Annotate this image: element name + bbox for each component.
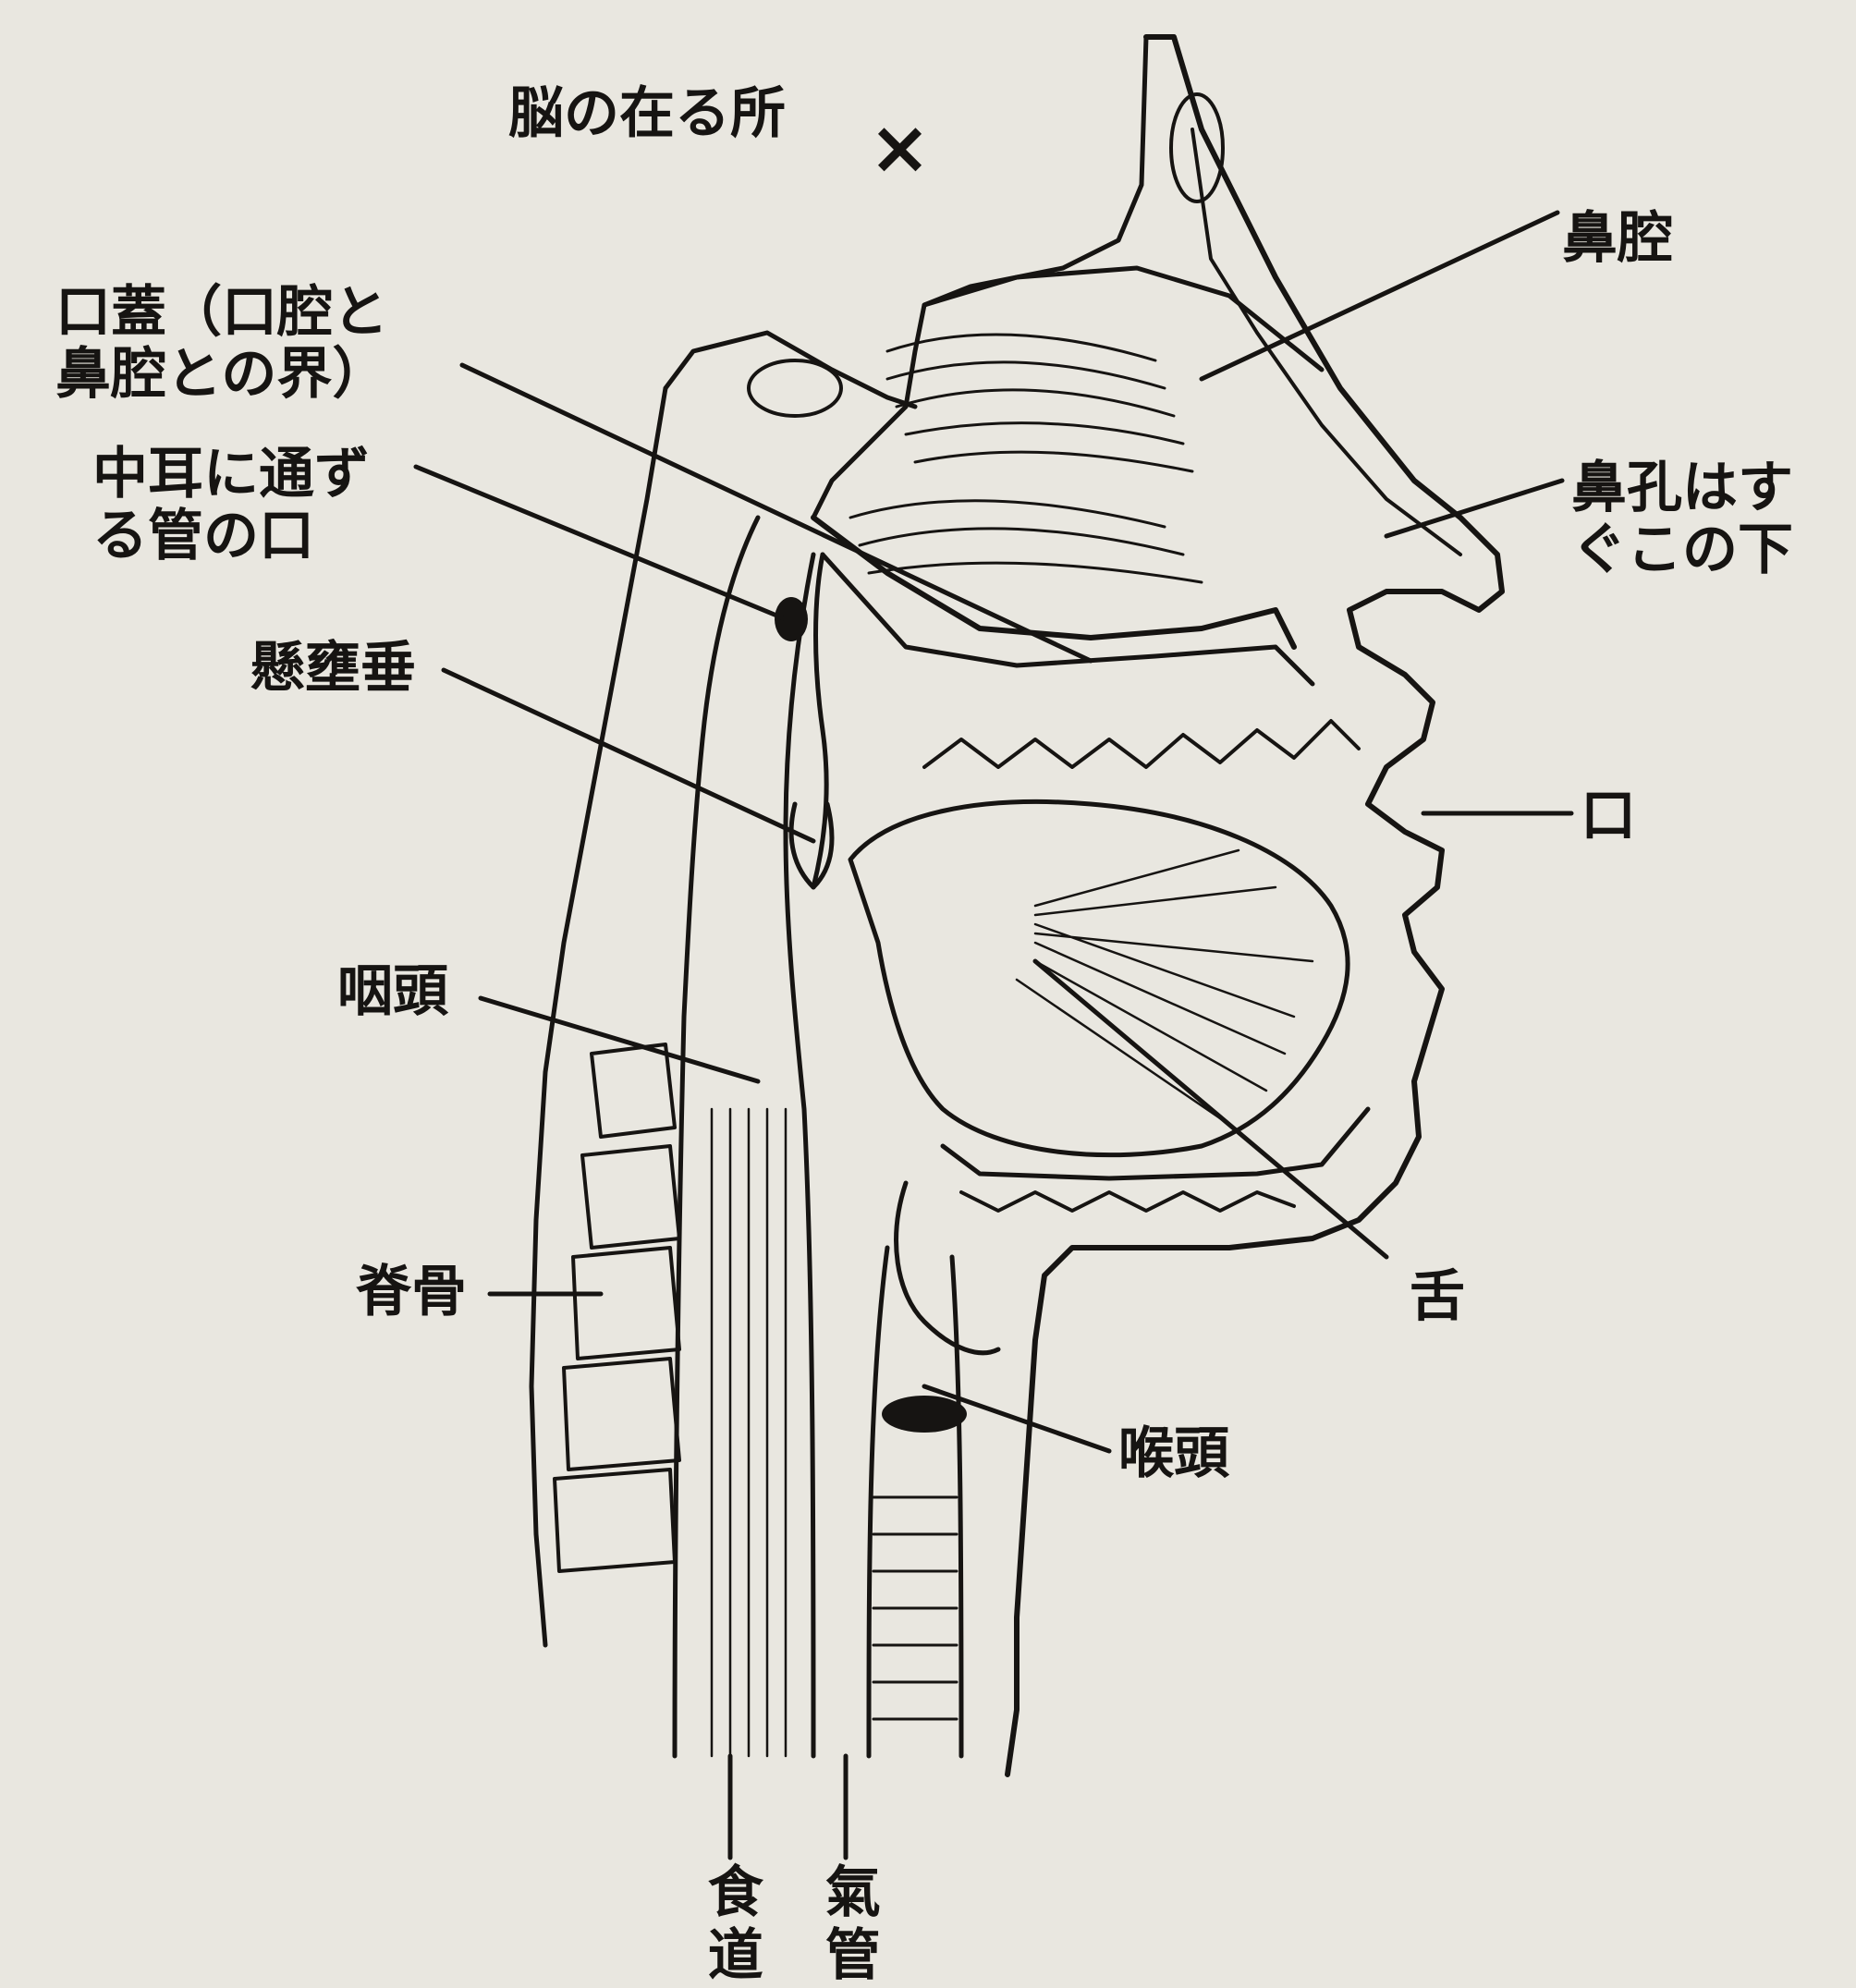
tongue-outline <box>850 802 1348 1155</box>
label-middle-ear-line2: る管の口 <box>92 506 370 567</box>
label-middle-ear-tube: 中耳に通ず る管の口 <box>92 444 370 567</box>
eustachian-opening <box>775 597 808 641</box>
label-larynx: 喉頭 <box>1118 1423 1229 1485</box>
trachea-rings <box>873 1497 957 1719</box>
label-palate: 口蓋（口腔と 鼻腔との界） <box>55 282 388 406</box>
label-nostril-line1: 鼻孔はす <box>1571 457 1793 519</box>
label-pharynx: 咽頭 <box>337 961 448 1023</box>
label-esophagus: 食道 <box>699 1862 761 1988</box>
upper-teeth <box>924 721 1359 767</box>
turbinate-upper <box>887 335 1192 471</box>
label-mouth: 口 <box>1581 786 1636 848</box>
pharynx-front-wall <box>786 555 813 1756</box>
face-profile <box>1007 37 1502 1775</box>
epiglottis <box>897 1183 998 1353</box>
brain-marker: × <box>869 106 931 189</box>
label-middle-ear-line1: 中耳に通ず <box>92 444 370 506</box>
leader-pharynx <box>481 998 758 1081</box>
label-trachea: 氣管 <box>816 1862 878 1988</box>
soft-palate <box>813 555 826 887</box>
label-palate-line1: 口蓋（口腔と <box>55 282 388 344</box>
label-tongue: 舌 <box>1410 1266 1465 1328</box>
spine-outline <box>531 388 665 1645</box>
nasal-bone <box>813 37 1146 518</box>
pharynx-back-wall <box>675 518 758 1756</box>
leader-tongue <box>1035 961 1386 1257</box>
label-uvula: 懸壅垂 <box>250 638 416 700</box>
trachea-wall <box>869 1248 961 1756</box>
lower-teeth <box>961 1192 1294 1211</box>
esophagus-fibers <box>712 1109 786 1756</box>
label-spine: 脊骨 <box>356 1262 467 1323</box>
larynx-opening <box>882 1396 967 1433</box>
spine-vertebrae <box>555 1044 679 1571</box>
leader-uvula <box>444 670 813 841</box>
label-nasal-cavity: 鼻腔 <box>1562 208 1673 270</box>
label-nostril: 鼻孔はす ぐこの下 <box>1571 457 1793 581</box>
sphenoid-sinus <box>749 360 841 416</box>
label-nostril-line2: ぐこの下 <box>1571 519 1793 581</box>
label-palate-line2: 鼻腔との界） <box>55 344 388 406</box>
skull-base <box>665 333 915 407</box>
brain-location-label: 脳の在る所 <box>508 83 786 145</box>
